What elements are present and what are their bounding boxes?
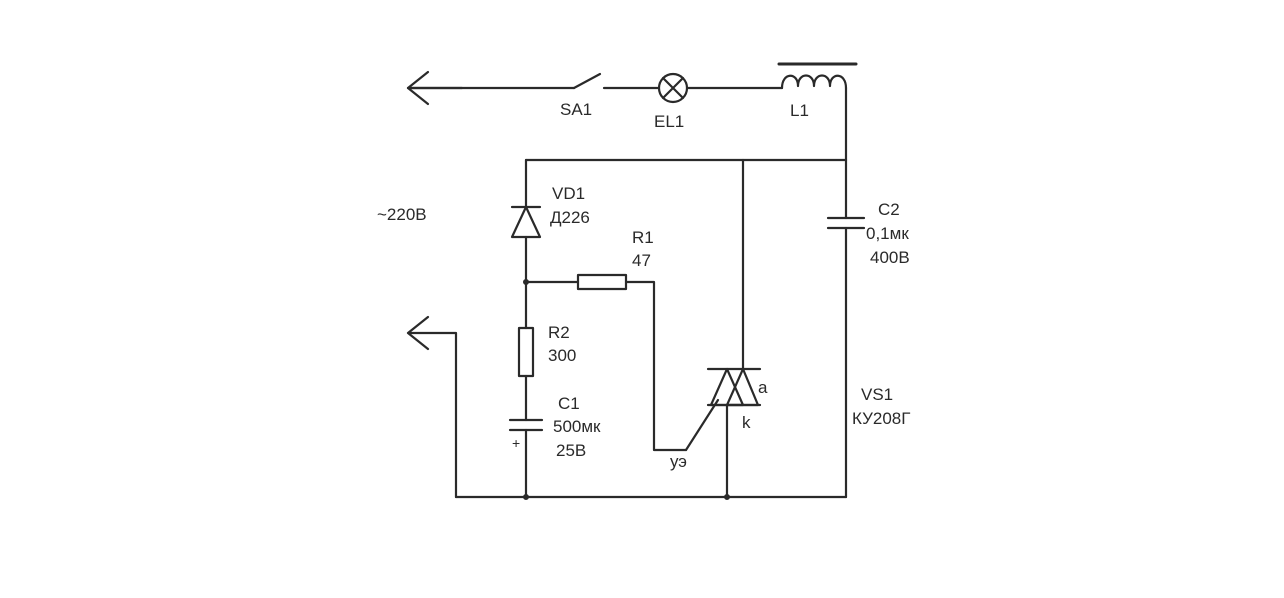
- label-vd1-type: Д226: [550, 208, 590, 227]
- label-vs1-type: КУ208Г: [852, 409, 910, 428]
- resistor-r2: [517, 326, 535, 378]
- wire-r1-gate: [624, 280, 688, 452]
- thyristor-vs1: [684, 367, 762, 452]
- label-gate: уэ: [670, 452, 687, 471]
- label-supply-voltage: ~220В: [377, 205, 427, 224]
- label-r1-value: 47: [632, 251, 651, 270]
- label-vd1-ref: VD1: [552, 184, 585, 203]
- input-terminal-bottom: [406, 315, 458, 499]
- label-r1-ref: R1: [632, 228, 654, 247]
- label-cathode: k: [742, 413, 751, 432]
- label-el1: EL1: [654, 112, 684, 131]
- label-r2-ref: R2: [548, 323, 570, 342]
- junction-dot: [523, 494, 529, 500]
- lamp-el1: [657, 72, 689, 104]
- label-c2-voltage: 400В: [870, 248, 910, 267]
- label-c1-ref: C1: [558, 394, 580, 413]
- label-c2-value: 0,1мк: [866, 224, 909, 243]
- label-anode: a: [758, 378, 768, 397]
- resistor-r1: [576, 273, 628, 291]
- capacitor-c2: [826, 216, 866, 230]
- label-c1-polarity: +: [512, 435, 520, 451]
- label-sa1: SA1: [560, 100, 592, 119]
- label-c1-value: 500мк: [553, 417, 601, 436]
- inductor-l1: [777, 62, 858, 90]
- label-c2-ref: C2: [878, 200, 900, 219]
- label-vs1-ref: VS1: [861, 385, 893, 404]
- label-c1-voltage: 25В: [556, 441, 586, 460]
- capacitor-c1: [508, 418, 544, 432]
- label-l1: L1: [790, 101, 809, 120]
- switch-sa1: [572, 72, 660, 90]
- label-r2-value: 300: [548, 346, 576, 365]
- diode-vd1: [510, 205, 542, 239]
